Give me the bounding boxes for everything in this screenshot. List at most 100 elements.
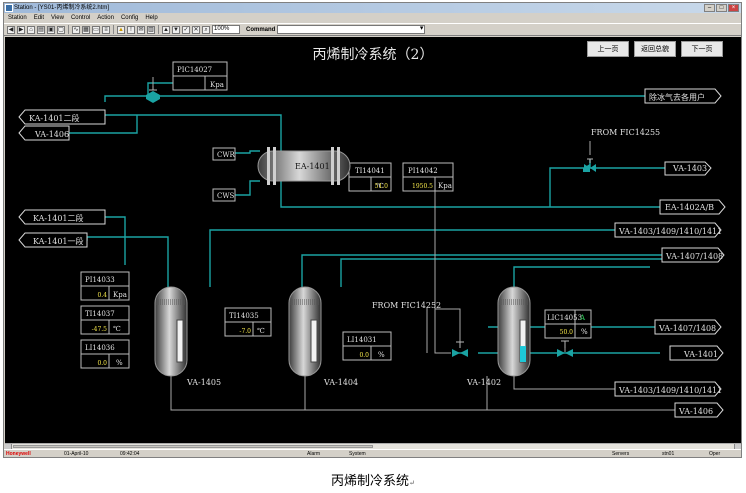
vessel-va1405[interactable] [154, 286, 188, 377]
menu-action[interactable]: Action [97, 15, 114, 21]
li14036-tag[interactable]: LI14036 [85, 344, 115, 352]
menu-view[interactable]: View [51, 15, 64, 21]
exchanger-ea1401[interactable]: EA-1401 [257, 147, 351, 185]
command-input[interactable] [277, 24, 426, 34]
menu-edit[interactable]: Edit [33, 15, 45, 21]
display-icon[interactable]: ▣ [47, 25, 55, 34]
stream-va-multi-top: VA-1403/1409/1410/1411 [618, 227, 722, 236]
title-bar: Station - [YS01-丙烯制冷系统2.htm] – □ × [4, 3, 741, 13]
status-date: 01-April-10 [64, 451, 89, 457]
trend-icon[interactable]: ∿ [72, 25, 80, 34]
ti14041-unit: ℃ [376, 182, 384, 190]
pic14027-tag[interactable]: PIC14027 [177, 66, 212, 74]
control-valve-icon[interactable] [452, 349, 468, 357]
home-icon[interactable]: ⌂ [27, 25, 35, 34]
detail-icon[interactable]: ▢ [57, 25, 65, 34]
ea1401-label: EA-1401 [295, 162, 330, 171]
level-gauge-va1404 [310, 319, 318, 363]
ti14035-tag[interactable]: TI14035 [229, 312, 259, 320]
pi14042-tag[interactable]: PI14042 [408, 167, 438, 175]
window-controls: – □ × [704, 4, 739, 12]
display-title: 丙烯制冷系统（2） [313, 47, 434, 63]
print-icon[interactable]: ▤ [37, 25, 45, 34]
window-title: Station - [YS01-丙烯制冷系统2.htm] [14, 5, 110, 11]
zoom-icon[interactable]: ⌕ [202, 25, 210, 34]
li14036-unit: % [116, 359, 123, 367]
figure-caption: 丙烯制冷系统↵ [331, 474, 415, 489]
caption-text: 丙烯制冷系统 [331, 474, 410, 489]
horizontal-scrollbar[interactable] [5, 443, 741, 449]
message-icon[interactable]: ✉ [137, 25, 145, 34]
control-valve-icon[interactable] [146, 91, 160, 103]
control-valve-icon[interactable] [583, 164, 596, 172]
pi14033-tag[interactable]: PI14033 [85, 276, 115, 284]
control-valve-icon[interactable] [557, 349, 573, 357]
zoom-select[interactable]: 100% [212, 25, 240, 34]
toolbar: ◀ ▶ ⌂ ▤ ▣ ▢ ∿ ▦ ▭ ≡ ▲ ! ✉ ▥ ▲ ▼ ✓ ✕ ⌕ 10… [4, 23, 741, 36]
report-icon[interactable]: ≡ [102, 25, 110, 34]
alarm-summary-icon[interactable]: ! [127, 25, 135, 34]
from-fic14252: FROM FIC14252 [372, 301, 441, 310]
pi14042-value: 1950.5 [412, 183, 433, 190]
scroll-thumb[interactable] [13, 445, 373, 448]
lic14053-unit: % [581, 328, 588, 336]
pi14033-unit: Kpa [113, 291, 127, 299]
stream-va1401: VA-1401 [683, 350, 718, 359]
menu-control[interactable]: Control [70, 15, 91, 21]
va1402-label: VA-1402 [466, 378, 501, 387]
station-name: stn01 [662, 451, 675, 457]
close-icon[interactable]: × [728, 4, 739, 12]
stream-to-users: 除冰气去各用户 [649, 92, 705, 102]
event-icon[interactable]: ▥ [147, 25, 155, 34]
stream-ka1401-1: KA-1401一段 [33, 236, 84, 246]
stream-va1407-mid: VA-1407/1408 [658, 324, 716, 333]
stream-va1407-top: VA-1407/1408 [665, 252, 723, 261]
level-gauge-va1405 [176, 319, 184, 363]
brand-logo: Honeywell [6, 451, 31, 457]
prev-page-button[interactable]: 上一页 [587, 41, 629, 57]
ti14041-tag[interactable]: TI14041 [355, 167, 385, 175]
group-icon[interactable]: ▦ [82, 25, 90, 34]
minimize-icon[interactable]: – [704, 4, 715, 12]
command-label: Command [246, 26, 276, 33]
level-fill-va1402 [520, 346, 526, 362]
vessel-va1404[interactable] [288, 286, 322, 377]
stream-ka1401-2b: KA-1401二段 [33, 213, 84, 223]
lower-icon[interactable]: ▼ [172, 25, 180, 34]
overview-button[interactable]: 返回总貌 [634, 41, 676, 57]
alarm-warning-icon[interactable]: ▲ [117, 25, 125, 34]
cws-label: CWS [217, 192, 235, 200]
menu-config[interactable]: Config [120, 15, 139, 21]
vessel-va1402[interactable] [497, 286, 531, 377]
ti14037-value: -47.5 [92, 326, 108, 333]
alarm-indicator[interactable]: Alarm [307, 451, 321, 457]
va1405-label: VA-1405 [186, 378, 221, 387]
forward-icon[interactable]: ▶ [17, 25, 25, 34]
stream-va-multi-bot: VA-1403/1409/1410/1411 [618, 386, 722, 395]
lic14053-value: 50.0 [560, 329, 574, 336]
li14031-tag[interactable]: LI14031 [347, 336, 377, 344]
pi14033-value: 0.4 [97, 292, 107, 299]
li14031-value: 0.0 [359, 352, 369, 359]
next-page-button[interactable]: 下一页 [681, 41, 723, 57]
menu-station[interactable]: Station [8, 15, 27, 21]
status-time: 09:42:04 [120, 451, 140, 457]
toolbar-separator [68, 25, 69, 34]
maximize-icon[interactable]: □ [716, 4, 727, 12]
page-icon[interactable]: ▭ [92, 25, 100, 34]
stream-ka1401-2: KA-1401二段 [29, 113, 80, 123]
toolbar-separator [113, 25, 114, 34]
pi14042-unit: Kpa [438, 182, 452, 190]
menu-help[interactable]: Help [145, 15, 158, 21]
stream-va1406-bot: VA-1406 [678, 407, 713, 416]
cancel-icon[interactable]: ✕ [192, 25, 200, 34]
li14036-value: 0.0 [97, 360, 107, 367]
raise-icon[interactable]: ▲ [162, 25, 170, 34]
system-indicator[interactable]: System [349, 451, 366, 457]
ti14037-tag[interactable]: TI14037 [85, 310, 115, 318]
lic14053-tag[interactable]: LIC14053 [547, 314, 582, 322]
app-icon [5, 4, 13, 12]
accept-icon[interactable]: ✓ [182, 25, 190, 34]
cwr-label: CWR [217, 151, 236, 159]
back-icon[interactable]: ◀ [7, 25, 15, 34]
